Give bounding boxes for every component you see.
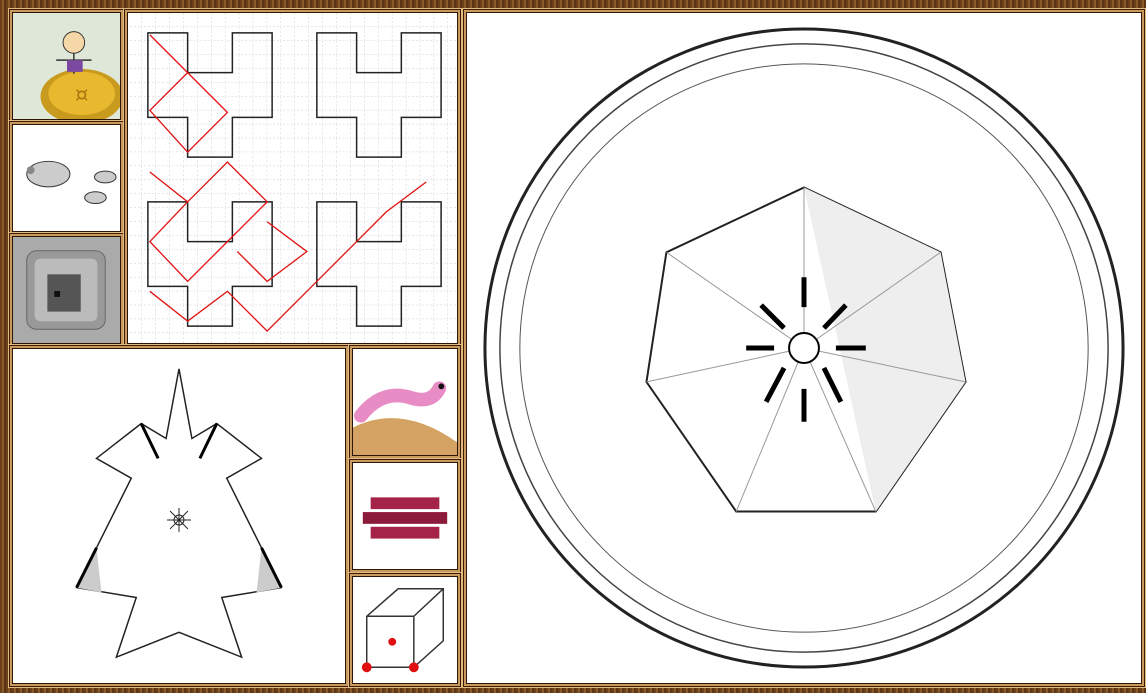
- svg-text:¤: ¤: [75, 82, 89, 107]
- thumb-house-grid[interactable]: [12, 236, 121, 344]
- house-on-tile-icon: [13, 237, 120, 343]
- thumb-space-filling-curve[interactable]: [127, 12, 458, 344]
- thumb-cube[interactable]: [352, 576, 458, 684]
- wireframe-cube-icon: [353, 577, 457, 683]
- thumb-stick-figure-coin[interactable]: ¤: [12, 12, 121, 120]
- person-on-gold-coin-icon: ¤: [13, 13, 120, 119]
- plank-stack-icon: [353, 463, 457, 569]
- spider-in-star-room-icon: [13, 349, 345, 683]
- main-hyperbolic-web[interactable]: [466, 12, 1142, 684]
- hilbert-like-curve-icon: [128, 13, 457, 343]
- pink-worm-icon: [353, 349, 457, 455]
- hyperbolic-spider-web-icon: [467, 13, 1141, 683]
- thumb-worm[interactable]: [352, 348, 458, 456]
- thumb-stacked-planks[interactable]: [352, 462, 458, 570]
- mouse-family-icon: [13, 125, 120, 231]
- thumb-mice[interactable]: [12, 124, 121, 232]
- thumb-star-room[interactable]: [12, 348, 346, 684]
